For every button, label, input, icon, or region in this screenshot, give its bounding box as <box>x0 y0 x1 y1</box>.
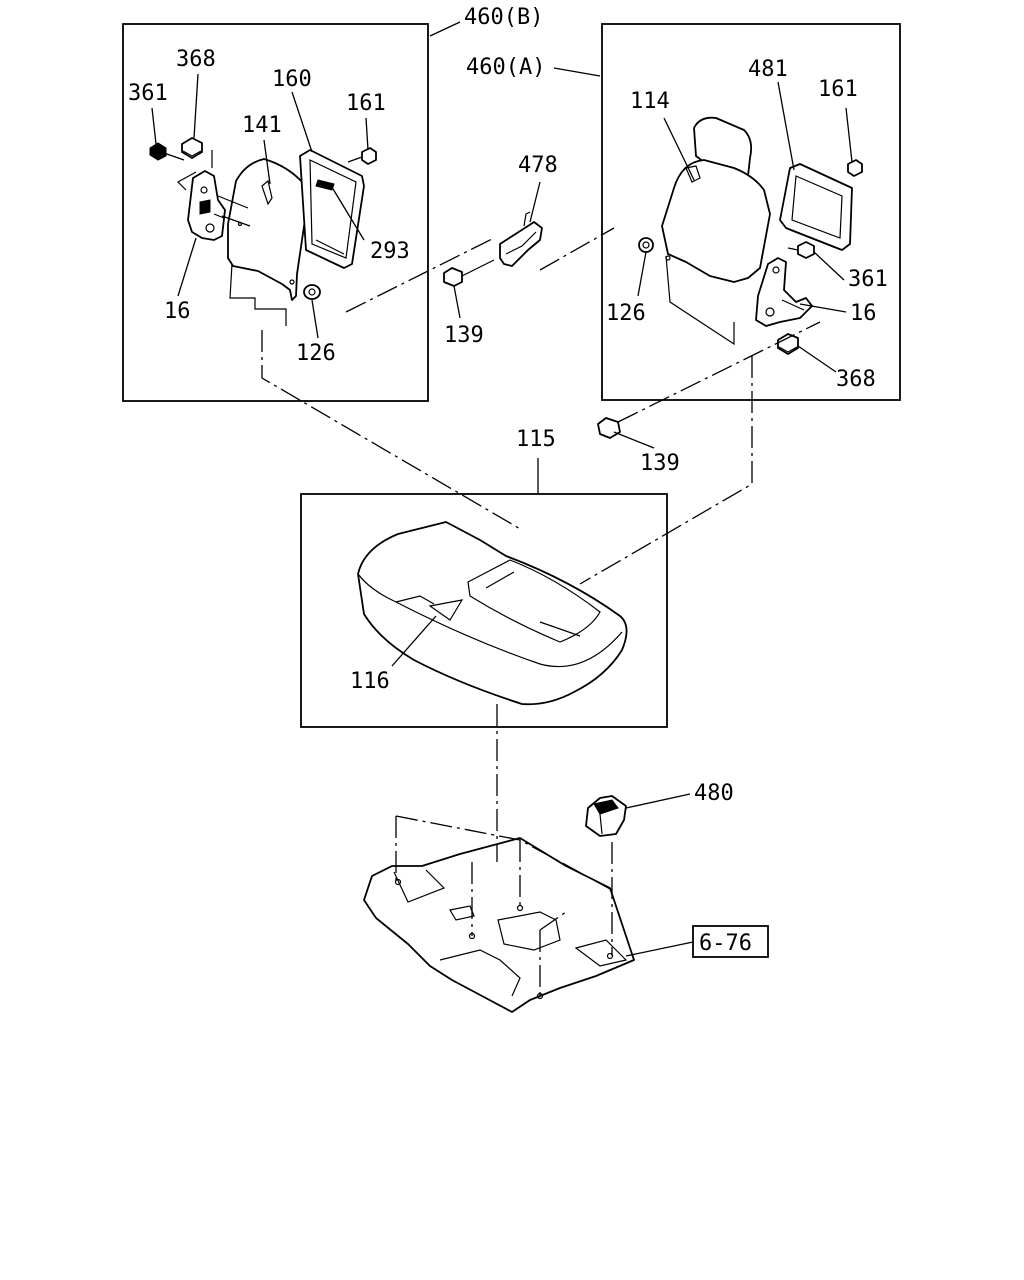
leader-lines <box>151 21 853 957</box>
label-126-right: 126 <box>606 301 646 326</box>
bolt-368-left-icon <box>181 137 203 159</box>
reference-6-76[interactable]: 6-76 <box>699 931 752 956</box>
bolt-161-right-icon <box>847 159 863 177</box>
label-293: 293 <box>370 239 410 264</box>
center-hinge-478-icon <box>499 211 543 267</box>
label-116: 116 <box>350 669 390 694</box>
assembly-box-460a <box>601 23 901 401</box>
bolt-361-left-icon <box>149 142 185 161</box>
hinge-bracket-left-icon <box>187 170 226 241</box>
label-368-left: 368 <box>176 47 216 72</box>
label-481: 481 <box>748 57 788 82</box>
seat-cushion-icon <box>357 521 628 706</box>
label-361-left: 361 <box>128 81 168 106</box>
connector-lines <box>261 227 821 996</box>
label-460b: 460(B) <box>464 5 543 30</box>
label-161-right: 161 <box>818 77 858 102</box>
label-115: 115 <box>516 427 556 452</box>
bolt-161-left-icon <box>347 147 377 165</box>
reference-box-6-76 <box>692 925 769 958</box>
label-478: 478 <box>518 153 558 178</box>
floor-panel-icon <box>363 837 635 1013</box>
nut-126-left-icon <box>303 284 321 300</box>
bolt-139-mid-icon <box>443 259 495 287</box>
label-139-mid: 139 <box>444 323 484 348</box>
back-board-frame-icon <box>299 149 365 269</box>
bolt-368-right-icon <box>777 333 799 355</box>
assembly-box-460b <box>122 23 429 402</box>
bolt-361-right-icon <box>787 241 815 259</box>
label-480: 480 <box>694 781 734 806</box>
label-368-right: 368 <box>836 367 876 392</box>
seat-back-panel-icon <box>227 158 308 326</box>
label-460a: 460(A) <box>466 55 545 80</box>
label-361-right: 361 <box>848 267 888 292</box>
bolt-139-low-icon <box>597 417 621 439</box>
label-161-left: 161 <box>346 91 386 116</box>
nut-126-right-icon <box>638 237 654 253</box>
label-16-right: 16 <box>850 301 877 326</box>
bracket-leader-left <box>177 150 251 227</box>
back-board-481-icon <box>779 163 853 251</box>
clip-480-icon <box>585 795 627 837</box>
label-16-left: 16 <box>164 299 191 324</box>
hinge-bracket-right-icon <box>755 257 813 327</box>
assembly-box-115 <box>300 493 668 728</box>
label-126-left: 126 <box>296 341 336 366</box>
label-114: 114 <box>630 89 670 114</box>
label-139-low: 139 <box>640 451 680 476</box>
seat-back-with-headrest-icon <box>661 116 771 346</box>
label-141: 141 <box>242 113 282 138</box>
label-160: 160 <box>272 67 312 92</box>
